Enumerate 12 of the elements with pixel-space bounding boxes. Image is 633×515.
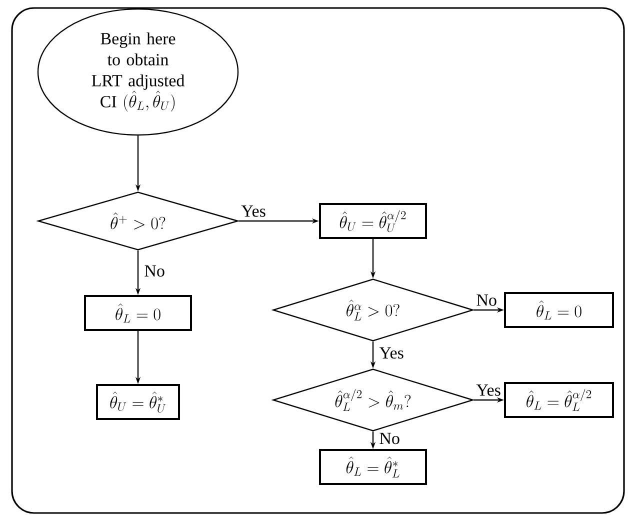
edge-label: No [476,294,496,306]
process-box: $\hat{\theta}_L = 0$ [84,295,192,331]
edge-label: No [144,265,164,277]
process-box: $\hat{\theta}_L = \hat{\theta}_L^{\alpha/2}$ [504,382,614,418]
process-box: $\hat{\theta}_U = \hat{\theta}_U^{*}$ [96,384,180,420]
edge-label: Yes [379,347,404,359]
process-box: $\hat{\theta}_L = \hat{\theta}_L^{*}$ [319,449,427,485]
edge-label: Yes [476,384,500,396]
edge-label: Yes [241,206,266,217]
process-box: $\hat{\theta}_U = \hat{\theta}_U^{\alpha/2}$ [319,203,427,239]
edge-label: No [380,432,400,444]
process-box: $\hat{\theta}_L = 0$ [504,292,614,328]
